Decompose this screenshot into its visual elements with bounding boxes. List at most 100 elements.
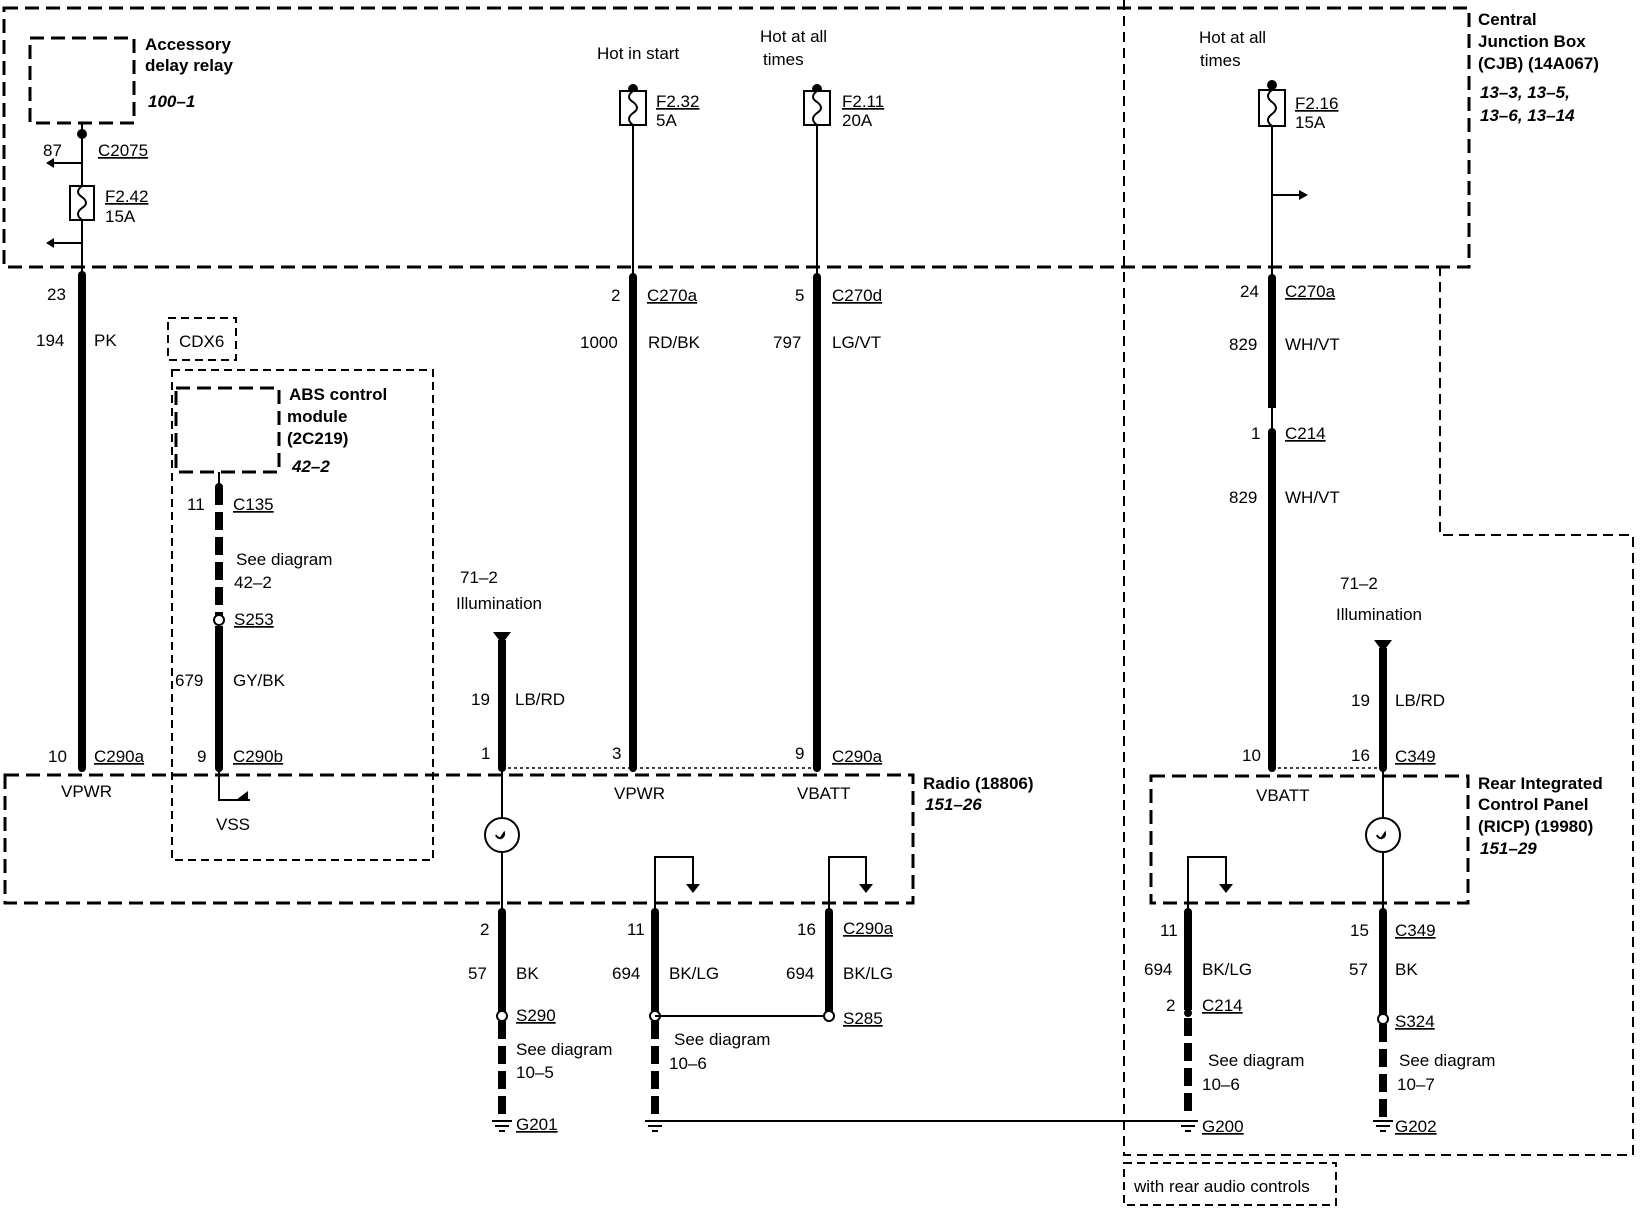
hot-all-label-1a: Hot at all	[760, 27, 827, 46]
g4-connector2: C214	[1202, 996, 1243, 1015]
g5-pin: 15	[1350, 921, 1369, 940]
hot-all-label-2a: Hot at all	[1199, 28, 1266, 47]
abs-outer-box	[171, 369, 434, 861]
g3-circuit: 694	[786, 964, 814, 983]
w4-color: RD/BK	[648, 333, 701, 352]
w7-circuit: 19	[1351, 691, 1370, 710]
w3-pin-bottom: 1	[481, 744, 490, 763]
w2-signal: VSS	[216, 815, 250, 834]
fuse-f242	[69, 185, 95, 221]
w3-circuit: 19	[471, 690, 490, 709]
w2-pin-bottom: 9	[197, 747, 206, 766]
ground-wire-1	[492, 908, 512, 1132]
cjb-ref-1: 13–3, 13–5,	[1480, 83, 1570, 102]
w4-pin-top: 2	[611, 286, 620, 305]
g3-connector: C290a	[843, 919, 894, 938]
w5-connector-bottom: C290a	[832, 747, 883, 766]
g1-see-ref: 10–5	[516, 1063, 554, 1082]
w1-relay-pin: 87	[43, 141, 62, 160]
wire-5	[812, 84, 822, 772]
w5-color: LG/VT	[832, 333, 881, 352]
abs-label-2: module	[287, 407, 347, 426]
w2-circuit: 679	[175, 671, 203, 690]
w6-connector-mid: C214	[1285, 424, 1326, 443]
g2-color: BK/LG	[669, 964, 719, 983]
w2-see-ref: 42–2	[234, 573, 272, 592]
fuse-f232	[619, 90, 647, 126]
g5-circuit: 57	[1349, 960, 1368, 979]
g5-ground: G202	[1395, 1117, 1437, 1136]
w1-circuit: 194	[36, 331, 64, 350]
w5-connector-top: C270d	[832, 286, 882, 305]
w2-connector-top: C135	[233, 495, 274, 514]
ricp-lamp-icon	[1365, 817, 1401, 853]
g3-splice: S285	[843, 1009, 883, 1028]
cjb-label-3: (CJB) (14A067)	[1478, 54, 1599, 73]
fuse-f242-name: F2.42	[105, 187, 148, 206]
wire-7	[1374, 640, 1392, 910]
w3-ref: 71–2	[460, 568, 498, 587]
fuse-f242-rating: 15A	[105, 207, 136, 226]
w4-pin-bottom: 3	[612, 744, 621, 763]
radio-box	[3, 773, 915, 905]
g3-pin: 16	[797, 920, 816, 939]
accessory-relay-box	[28, 36, 136, 125]
g1-circuit: 57	[468, 964, 487, 983]
g2-pin: 11	[627, 920, 645, 939]
abs-label-3: (2C219)	[287, 429, 348, 448]
hot-all-label-1b: times	[763, 50, 804, 69]
w1-relay-connector: C2075	[98, 141, 148, 160]
radio-internal-ground-1	[654, 856, 700, 912]
w4-circuit: 1000	[580, 333, 618, 352]
w1-color: PK	[94, 331, 117, 350]
g3-color: BK/LG	[843, 964, 893, 983]
g1-color: BK	[516, 964, 539, 983]
fuse-f232-rating: 5A	[656, 111, 677, 130]
ground-wire-4	[1178, 908, 1198, 1132]
fuse-f211	[803, 90, 831, 126]
w7-connector-bottom: C349	[1395, 747, 1436, 766]
ground-wire-5	[1373, 908, 1393, 1132]
g2-see-ref: 10–6	[669, 1054, 707, 1073]
accessory-relay-ref: 100–1	[148, 92, 195, 111]
g4-see: See diagram	[1208, 1051, 1304, 1070]
g5-see: See diagram	[1399, 1051, 1495, 1070]
cdx6-box	[167, 317, 237, 361]
fuse-f211-rating: 20A	[842, 111, 873, 130]
w7-label: Illumination	[1336, 605, 1422, 624]
fuse-f232-name: F2.32	[656, 92, 699, 111]
g4-pin2: 2	[1166, 996, 1175, 1015]
ricp-label-3: (RICP) (19980)	[1478, 817, 1593, 836]
w3-color: LB/RD	[515, 690, 565, 709]
w1-connector-bottom: C290a	[94, 747, 145, 766]
w5-pin-bottom: 9	[795, 744, 804, 763]
w2-color: GY/BK	[233, 671, 286, 690]
wire-4	[628, 84, 638, 772]
radio-internal-ground-2	[828, 856, 873, 912]
ricp-ref: 151–29	[1480, 839, 1537, 858]
rear-audio-note: with rear audio controls	[1133, 1177, 1310, 1196]
w5-pin-top: 5	[795, 286, 804, 305]
w7-ref: 71–2	[1340, 574, 1378, 593]
g1-ground: G201	[516, 1115, 558, 1134]
w4-connector-top: C270a	[647, 286, 698, 305]
w6-pin-mid: 1	[1251, 424, 1260, 443]
g5-color: BK	[1395, 960, 1418, 979]
w6-signal: VBATT	[1256, 786, 1310, 805]
w6-circuit-a: 829	[1229, 335, 1257, 354]
ricp-internal-ground	[1187, 856, 1233, 912]
w2-connector-bottom: C290b	[233, 747, 283, 766]
wire-3	[493, 632, 511, 910]
g4-ground: G200	[1202, 1117, 1244, 1136]
g5-connector: C349	[1395, 921, 1436, 940]
w6-color-b: WH/VT	[1285, 488, 1340, 507]
abs-label-1: ABS control	[289, 385, 387, 404]
g1-see: See diagram	[516, 1040, 612, 1059]
g5-see-ref: 10–7	[1397, 1075, 1435, 1094]
w7-pin-bottom: 16	[1351, 746, 1370, 765]
g4-pin: 11	[1160, 921, 1178, 940]
fuse-f216-rating: 15A	[1295, 113, 1326, 132]
cjb-label-1: Central	[1478, 10, 1537, 29]
ricp-box	[1149, 774, 1470, 905]
